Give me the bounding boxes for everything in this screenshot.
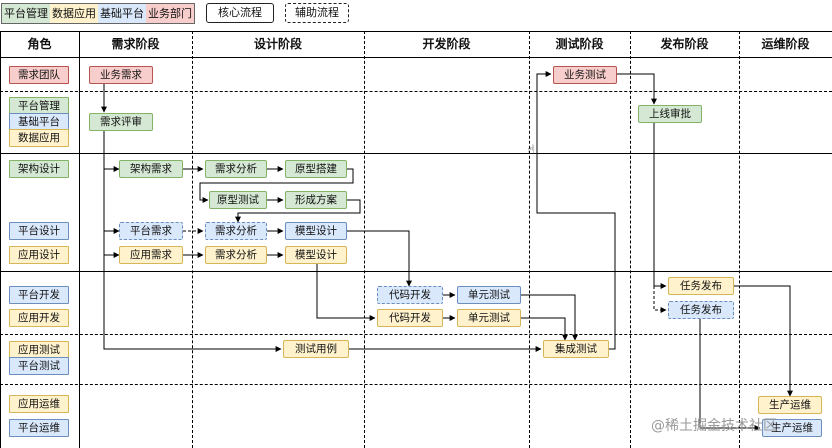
header-ops-stage: 运维阶段 (761, 37, 810, 51)
grid-col-line (364, 31, 365, 448)
grid-row-line (0, 271, 832, 272)
role-platform-test: 平台测试 (9, 357, 69, 375)
grid-col-line (529, 31, 530, 448)
arrow-platform-unit-to-integration (521, 294, 578, 341)
node-biz-demand: 业务需求 (89, 66, 153, 84)
legend-data-app: 数据应用 (50, 4, 98, 23)
header-role: 角色 (27, 37, 52, 51)
arrow-review-to-arch (103, 130, 120, 172)
role-platform-ops: 平台运维 (9, 419, 69, 437)
role-app-design: 应用设计 (9, 246, 69, 264)
arrow-approval-to-task-platform (653, 286, 667, 313)
arrow-platform-model-to-code (347, 230, 412, 287)
node-app-demand: 应用需求 (119, 246, 183, 264)
grid-header-line (0, 57, 832, 58)
hand-cursor-icon: ☝ (527, 143, 535, 158)
node-prod-ops-platform: 生产运维 (762, 419, 822, 437)
node-prototype-build: 原型搭建 (285, 160, 347, 178)
grid-row-line (0, 334, 832, 335)
node-app-model: 模型设计 (285, 246, 347, 264)
arrow-review-to-test-cases (103, 255, 282, 352)
node-prototype-test: 原型测试 (209, 191, 267, 209)
arrow-solution-to-platform-analysis (235, 199, 361, 223)
grid-row-line (0, 384, 832, 385)
arrow-task-app-to-ops-app (734, 285, 793, 397)
arrow-approval-to-task-app (653, 122, 667, 289)
legend-platform-mgmt: 平台管理 (2, 4, 50, 23)
node-task-release-platform: 任务发布 (668, 301, 734, 319)
watermark: @稀土掘金技术社区 (651, 418, 777, 434)
header-demand-stage: 需求阶段 (111, 37, 160, 51)
node-biz-test: 业务测试 (553, 66, 617, 84)
grid-row-line (0, 91, 832, 92)
node-app-analysis: 需求分析 (205, 246, 267, 264)
node-app-unit-test: 单元测试 (457, 309, 521, 327)
grid-top-line (0, 31, 832, 32)
node-form-solution: 形成方案 (285, 191, 347, 209)
node-platform-demand: 平台需求 (119, 222, 183, 240)
grid-col-line (0, 31, 1, 448)
arrow-app-unit-to-integration (521, 317, 568, 341)
header-test-stage: 测试阶段 (555, 37, 604, 51)
node-test-cases: 测试用例 (283, 340, 349, 358)
grid-row-line (0, 153, 832, 154)
header-design-stage: 设计阶段 (253, 37, 302, 51)
arrow-task-platform-to-ops-platform (699, 318, 761, 431)
node-platform-model: 模型设计 (285, 222, 347, 240)
role-platform-dev: 平台开发 (9, 286, 69, 304)
node-arch-demand: 架构需求 (119, 160, 183, 178)
role-platform-design: 平台设计 (9, 222, 69, 240)
node-demand-review: 需求评审 (89, 113, 153, 131)
node-platform-unit-test: 单元测试 (457, 286, 521, 304)
node-integration-test: 集成测试 (543, 340, 609, 358)
node-arch-analysis: 需求分析 (205, 160, 267, 178)
grid-col-line (79, 31, 80, 448)
role-data-app: 数据应用 (9, 129, 69, 147)
arrow-integration-to-biz-test (536, 71, 616, 350)
node-release-approval: 上线审批 (638, 105, 702, 123)
legend-business-dept: 业务部门 (146, 4, 194, 23)
role-app-dev: 应用开发 (9, 309, 69, 327)
header-release-stage: 发布阶段 (660, 37, 709, 51)
node-platform-code: 代码开发 (377, 286, 443, 304)
arrow-biz-test-to-approval (617, 73, 657, 105)
legend-core-flow: 核心流程 (206, 3, 274, 23)
node-platform-analysis: 需求分析 (205, 222, 267, 240)
arrow-review-to-app-demand (103, 231, 120, 258)
arrow-prototype-to-test (199, 168, 354, 203)
header-dev-stage: 开发阶段 (422, 37, 471, 51)
role-app-test: 应用测试 (9, 341, 69, 359)
role-demand-team: 需求团队 (9, 66, 69, 84)
node-app-code: 代码开发 (377, 309, 443, 327)
node-task-release-app: 任务发布 (668, 277, 734, 295)
grid-col-line (739, 31, 740, 448)
arrow-app-model-to-code (316, 263, 376, 321)
legend-aux-flow: 辅助流程 (285, 3, 349, 23)
legend-strip: 平台管理 数据应用 基础平台 业务部门 (1, 3, 195, 24)
legend-base-platform: 基础平台 (98, 4, 146, 23)
grid-col-line (192, 31, 193, 448)
grid-col-line (630, 31, 631, 448)
arrow-review-to-platform-demand (103, 169, 120, 234)
node-prod-ops-app: 生产运维 (758, 396, 822, 414)
role-app-ops: 应用运维 (9, 395, 69, 413)
role-arch-design: 架构设计 (9, 160, 69, 178)
